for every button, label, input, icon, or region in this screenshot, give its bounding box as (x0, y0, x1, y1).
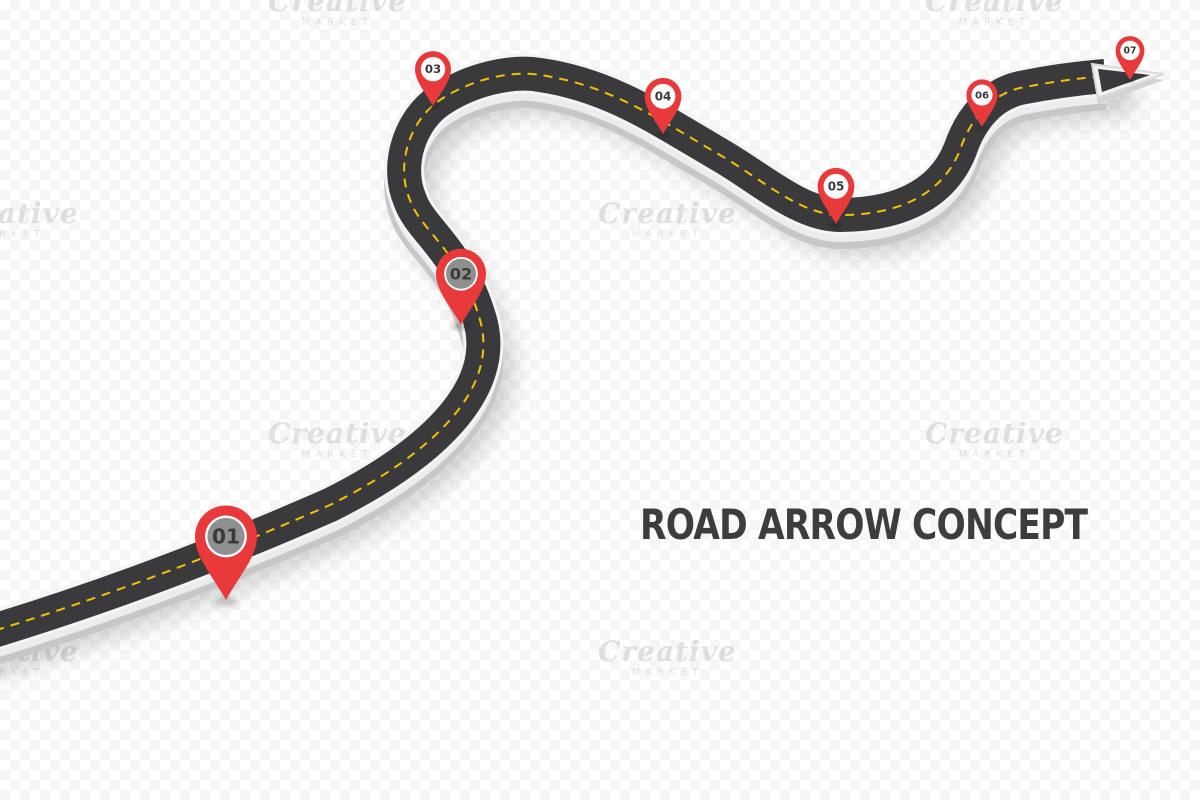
map-pin: 07 (1115, 36, 1145, 83)
pin-center (651, 85, 675, 108)
pin-label: 06 (975, 91, 989, 102)
watermark-brand: Creative (0, 197, 79, 230)
pin-shadow (976, 125, 988, 130)
watermark-brand: Creative (268, 0, 407, 18)
watermark-sub: MARKET (631, 667, 704, 678)
watermark-sub: MARKET (958, 449, 1031, 460)
pin-label: 03 (425, 62, 441, 76)
watermark-sub: MARKET (0, 229, 46, 240)
watermark-sub: MARKET (0, 667, 46, 678)
pin-center (972, 85, 992, 105)
pin-center (824, 175, 848, 198)
headline: ROAD ARROW CONCEPT (640, 500, 1088, 549)
map-pin: 05 (817, 167, 855, 228)
map-pin: 04 (644, 77, 682, 138)
watermark-brand: Creative (268, 417, 407, 450)
watermark-brand: Creative (925, 417, 1064, 450)
road-center-line (0, 72, 1106, 630)
pin-shadow (426, 104, 440, 110)
map-pin: 01 (195, 505, 257, 606)
pin-label: 01 (212, 524, 240, 548)
watermark-brand: Creative (598, 197, 737, 230)
pin-shadow (1124, 78, 1136, 83)
watermark-brand: Creative (598, 635, 737, 668)
pin-label: 02 (450, 264, 473, 283)
map-pin: 02 (436, 248, 486, 330)
pin-label: 04 (655, 89, 672, 103)
pin-shadow (452, 323, 470, 330)
pin-layer: 01 02 03 04 05 06 07 (195, 36, 1145, 606)
pin-shadow (656, 132, 670, 138)
pin-center (1121, 41, 1139, 60)
watermark-sub: MARKET (301, 17, 374, 28)
watermark-sub: MARKET (631, 229, 704, 240)
pin-shadow (829, 222, 843, 228)
watermark-sub: MARKET (958, 17, 1031, 28)
pin-center (446, 258, 476, 289)
map-pin: 03 (415, 51, 451, 110)
pin-label: 07 (1123, 46, 1136, 57)
pin-center (422, 58, 444, 80)
map-pin: 06 (966, 79, 998, 130)
pin-label: 05 (828, 179, 845, 193)
pin-center (207, 517, 245, 556)
pin-shadow (215, 597, 237, 606)
arrow-head-asphalt (1098, 69, 1150, 92)
watermark-sub: MARKET (301, 449, 374, 460)
watermark-brand: Creative (925, 0, 1064, 18)
